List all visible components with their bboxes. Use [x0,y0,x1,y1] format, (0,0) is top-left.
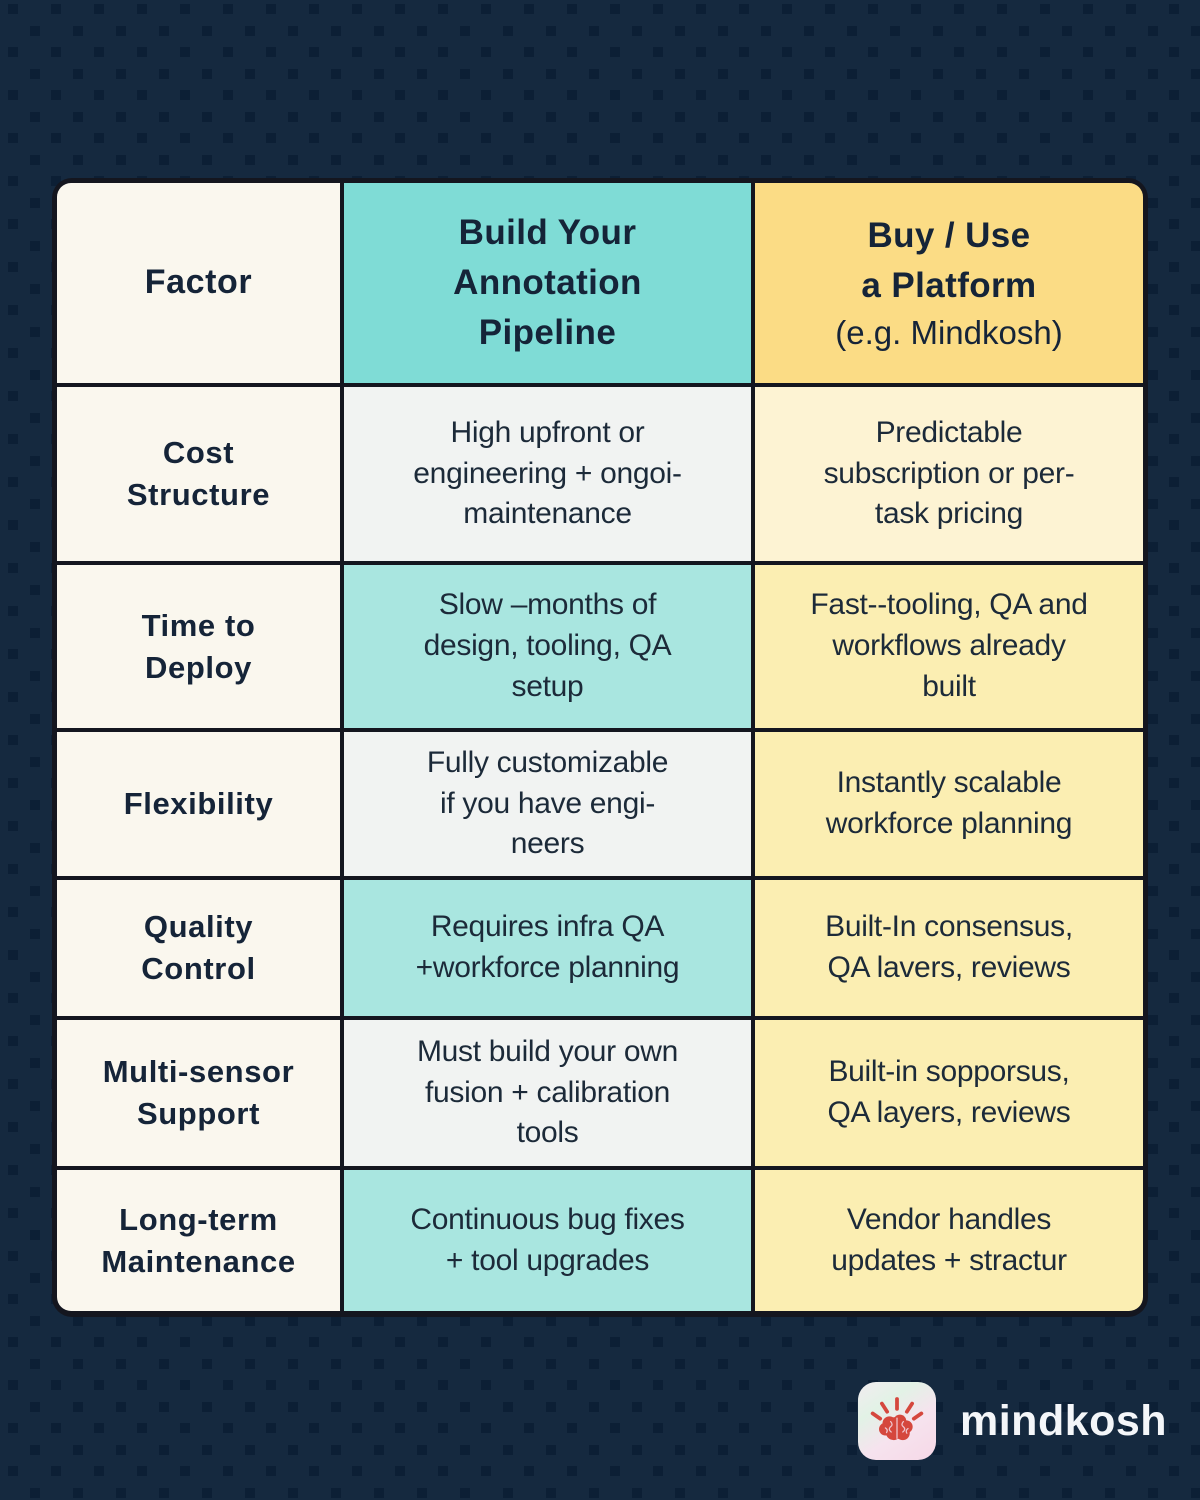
row-cost-structure-label: Cost Structure [126,435,271,512]
row-multi-sensor-buy-text: Built-in sopporsus, QA layers, reviews [827,1055,1071,1129]
row-time-to-deploy-label: Time to Deploy [141,607,256,685]
header-buy-subtitle: (e.g. Mindkosh) [835,314,1063,352]
row-multi-sensor-build-cell: Must build your own fusion + calibration… [344,1020,751,1166]
header-build-label: Build Your Annotation Pipeline [453,213,642,352]
brain-rays-icon [870,1397,924,1441]
brand-name: mindkosh [960,1396,1168,1445]
row-time-to-deploy-factor-cell: Time to Deploy [57,565,340,728]
row-time-to-deploy-buy-cell: Fast--tooling, QA and workflows already … [755,565,1143,728]
row-flexibility-label: Flexibility [123,786,274,822]
row-quality-control-buy-text: Built-In consensus, QA lavers, reviews [825,910,1073,984]
header-buy-title: Buy / Use a Platform [861,215,1037,305]
header-cell-build: Build Your Annotation Pipeline [344,183,751,383]
header-cell-factor: Factor [57,183,340,383]
header-factor-label: Factor [144,263,253,302]
row-multi-sensor-buy-cell: Built-in sopporsus, QA layers, reviews [755,1020,1143,1166]
row-quality-control-factor-cell: Quality Control [57,880,340,1016]
row-quality-control-build-text: Requires infra QA +workforce planning [415,910,680,984]
row-quality-control-build-cell: Requires infra QA +workforce planning [344,880,751,1016]
row-time-to-deploy-build-text: Slow –months of design, tooling, QA setu… [423,588,672,703]
row-time-to-deploy-buy-text: Fast--tooling, QA and workflows already … [810,588,1088,703]
row-time-to-deploy-build-cell: Slow –months of design, tooling, QA setu… [344,565,751,728]
row-flexibility-build-cell: Fully customizable if you have engi- nee… [344,732,751,876]
row-flexibility-factor-cell: Flexibility [57,732,340,876]
row-maintenance-build-cell: Continuous bug fixes + tool upgrades [344,1170,751,1311]
background-dot-pattern [8,4,18,14]
row-flexibility-build-text: Fully customizable if you have engi- nee… [426,745,669,861]
row-flexibility-buy-text: Instantly scalable workforce planning [825,766,1073,840]
header-cell-buy: Buy / Use a Platform (e.g. Mindkosh) [755,183,1143,383]
row-multi-sensor-factor-cell: Multi-sensor Support [57,1020,340,1166]
row-maintenance-label: Long-term Maintenance [101,1201,296,1279]
row-multi-sensor-build-text: Must build your own fusion + calibration… [416,1034,679,1150]
row-cost-structure-factor-cell: Cost Structure [57,387,340,561]
row-cost-structure-buy-cell: Predictable subscription or per- task pr… [755,387,1143,561]
row-maintenance-factor-cell: Long-term Maintenance [57,1170,340,1311]
brand-footer: mindkosh [858,1381,1167,1461]
row-maintenance-buy-cell: Vendor handles updates + stractur [755,1170,1143,1311]
row-quality-control-label: Quality Control [141,909,256,986]
row-cost-structure-buy-text: Predictable subscription or per- task pr… [823,415,1075,531]
row-maintenance-build-text: Continuous bug fixes + tool upgrades [410,1202,685,1277]
row-flexibility-buy-cell: Instantly scalable workforce planning [755,732,1143,876]
comparison-table: Factor Build Your Annotation Pipeline Bu… [52,178,1148,1317]
row-cost-structure-build-cell: High upfront or engineering + ongoi- mai… [344,387,751,561]
row-quality-control-buy-cell: Built-In consensus, QA lavers, reviews [755,880,1143,1016]
row-maintenance-buy-text: Vendor handles updates + stractur [831,1202,1067,1277]
row-cost-structure-build-text: High upfront or engineering + ongoi- mai… [413,415,682,531]
row-multi-sensor-label: Multi-sensor Support [102,1054,295,1131]
mindkosh-logo-icon [858,1382,936,1460]
